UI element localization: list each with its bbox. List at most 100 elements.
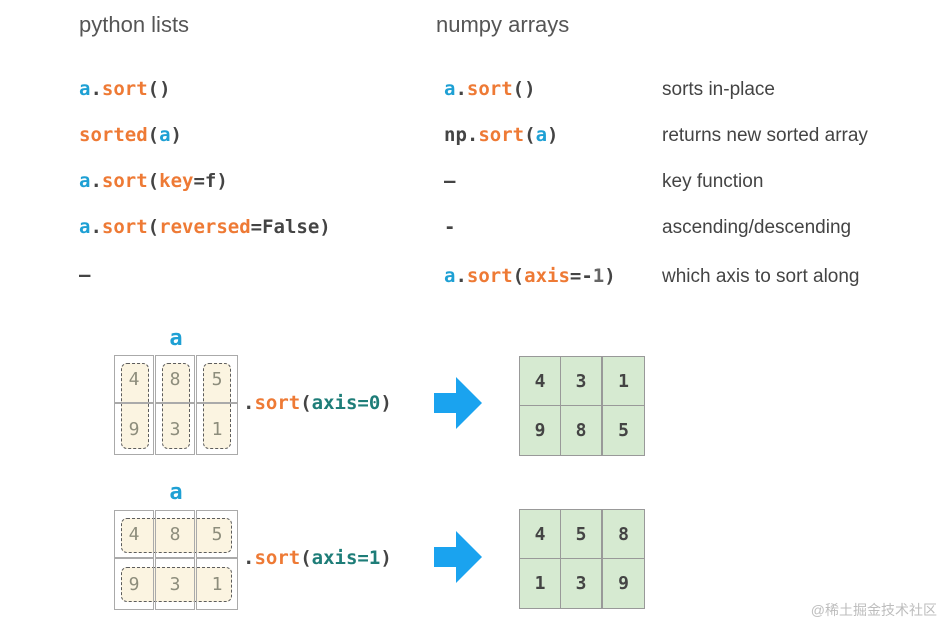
- code-token: sort: [254, 547, 301, 569]
- code-token: axis=1: [311, 547, 381, 569]
- output-grid: 4 3 1 9 8 5: [519, 356, 645, 456]
- input-cell: 4: [114, 510, 154, 558]
- input-cell: 8: [155, 355, 195, 403]
- code-token: (: [524, 124, 536, 146]
- output-cell: 3: [560, 356, 602, 406]
- code-token: .: [90, 78, 102, 100]
- input-grid: 4 8 5 9 3 1: [114, 355, 238, 455]
- output-cell: 8: [602, 509, 645, 559]
- watermark: @稀土掘金技术社区: [810, 602, 937, 618]
- code-token: a: [159, 124, 171, 146]
- code-token: ): [380, 547, 392, 569]
- output-cell: 5: [560, 509, 602, 559]
- output-cell: 9: [519, 405, 561, 456]
- output-cell: 4: [519, 356, 561, 406]
- numpy-code-1: np.sort(a): [444, 126, 558, 145]
- code-token: –: [79, 264, 91, 286]
- output-cell: 8: [560, 405, 602, 456]
- input-grid: 4 8 5 9 3 1: [114, 510, 238, 610]
- code-token: a: [79, 78, 91, 100]
- numpy-code-4: a.sort(axis=-1): [444, 267, 616, 286]
- column-highlight: [121, 363, 149, 449]
- input-cell: 1: [196, 558, 238, 610]
- header-numpy-arrays: numpy arrays: [436, 12, 570, 37]
- description-2: key function: [662, 171, 764, 192]
- python-code-2: a.sort(key=f): [79, 172, 228, 191]
- right-arrow-icon: [434, 377, 482, 429]
- sort-call: .sort(axis=0): [243, 394, 392, 413]
- description-1: returns new sorted array: [662, 125, 868, 146]
- column-highlight: [162, 363, 190, 449]
- code-token: sorted: [79, 124, 148, 146]
- input-cell: 9: [114, 558, 154, 610]
- code-token: a: [535, 124, 548, 146]
- sort-call: .sort(axis=1): [243, 549, 392, 568]
- code-token: a: [79, 216, 91, 238]
- array-label: a: [169, 326, 183, 351]
- code-token: sort: [466, 78, 513, 100]
- code-token: (: [147, 216, 160, 238]
- code-token: axis: [524, 265, 570, 287]
- output-cell: 5: [602, 405, 645, 456]
- code-token: .: [243, 547, 255, 569]
- description-4: which axis to sort along: [662, 266, 860, 287]
- numpy-code-2: –: [444, 172, 455, 191]
- description-3: ascending/descending: [662, 217, 852, 238]
- numpy-code-3: -: [444, 218, 455, 237]
- code-token: (): [147, 78, 171, 100]
- input-cell: 5: [196, 355, 238, 403]
- input-cell: 5: [196, 510, 238, 558]
- output-grid: 4 5 8 1 3 9: [519, 509, 645, 609]
- code-token: sort: [254, 392, 301, 414]
- numpy-code-0: a.sort(): [444, 80, 536, 99]
- right-arrow-icon: [434, 531, 482, 583]
- code-token: .: [455, 78, 467, 100]
- input-cell: 3: [155, 403, 195, 455]
- code-token: (): [512, 78, 536, 100]
- array-label: a: [169, 480, 183, 505]
- output-cell: 4: [519, 509, 561, 559]
- code-token: key: [159, 170, 194, 192]
- input-cell: 3: [155, 558, 195, 610]
- code-token: -: [444, 216, 456, 238]
- python-code-3: a.sort(reversed=False): [79, 218, 331, 237]
- code-token: ): [380, 392, 392, 414]
- code-token: .: [455, 265, 467, 287]
- code-token: a: [444, 265, 456, 287]
- header-python-lists: python lists: [79, 12, 190, 37]
- code-token: (: [147, 124, 160, 146]
- code-token: =-: [569, 265, 593, 287]
- input-cell: 9: [114, 403, 154, 455]
- code-token: ): [547, 124, 559, 146]
- code-token: =False): [250, 216, 331, 238]
- code-token: =f): [193, 170, 228, 192]
- input-cell: 4: [114, 355, 154, 403]
- code-token: sort: [101, 170, 148, 192]
- code-token: a: [79, 170, 91, 192]
- code-token: 1: [592, 265, 605, 287]
- code-token: (: [300, 547, 312, 569]
- python-code-1: sorted(a): [79, 126, 182, 145]
- output-cell: 9: [602, 558, 645, 609]
- column-highlight: [203, 363, 231, 449]
- output-cell: 1: [519, 558, 561, 609]
- code-token: (: [147, 170, 160, 192]
- code-token: .: [90, 216, 102, 238]
- code-token: (: [300, 392, 312, 414]
- code-token: sort: [478, 124, 525, 146]
- row-highlight: [121, 567, 232, 602]
- code-token: np: [444, 124, 467, 146]
- output-cell: 1: [602, 356, 645, 406]
- code-token: a: [444, 78, 456, 100]
- python-code-4: –: [79, 266, 90, 285]
- code-token: reversed: [159, 216, 251, 238]
- description-0: sorts in-place: [662, 79, 775, 100]
- code-token: ): [604, 265, 616, 287]
- code-token: ): [170, 124, 182, 146]
- code-token: sort: [101, 216, 148, 238]
- code-token: (: [512, 265, 525, 287]
- code-token: axis=0: [311, 392, 381, 414]
- input-cell: 8: [155, 510, 195, 558]
- code-token: .: [243, 392, 255, 414]
- code-token: .: [466, 124, 479, 146]
